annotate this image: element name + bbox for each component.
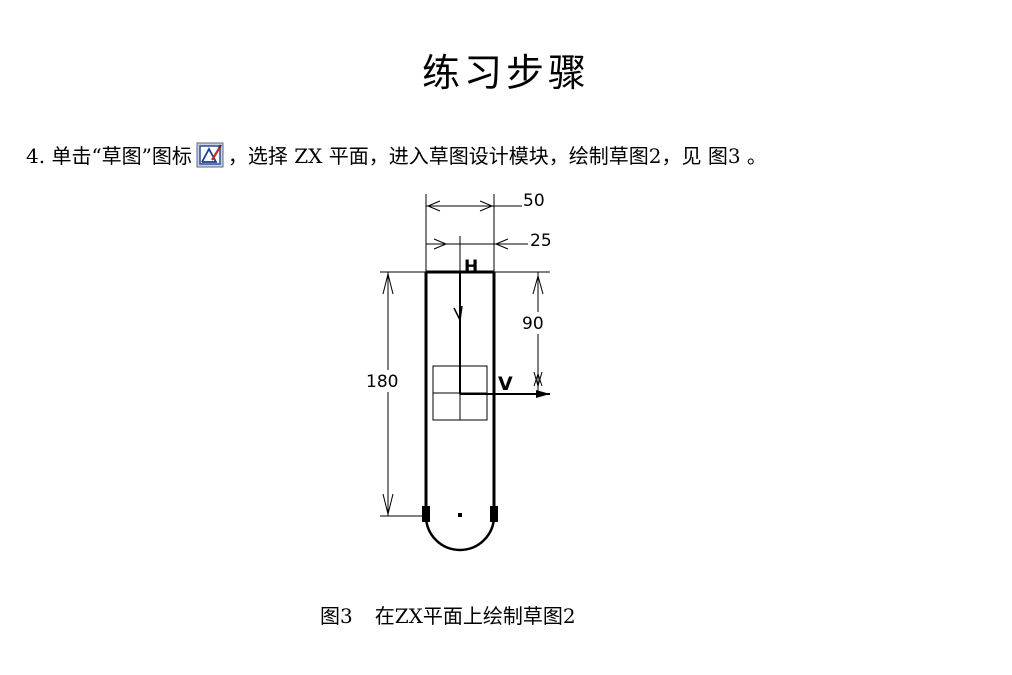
sketch-icon [196,142,224,168]
page-title: 练习步骤 [421,51,590,95]
arrow-50-right [479,200,494,212]
step-text-before: 4. 单击“草图”图标 [26,144,192,168]
arc-center-point [458,513,462,517]
arrow-50-left [426,200,441,212]
sketch-figure: 50 25 H 180 90 [358,186,578,558]
tangent-mark-left [422,506,430,522]
step-instruction: 4. 单击“草图”图标 ，选择 ZX 平面，进入草图设计模块，绘制草图2，见 图… [26,140,767,169]
tangent-mark-right [490,506,498,522]
dim-label-90: 90 [522,314,544,334]
step-text-after: ，选择 ZX 平面，进入草图设计模块，绘制草图2，见 图3 。 [227,144,767,168]
constraint-v-label: V [498,373,513,395]
dim-label-180: 180 [366,372,398,392]
arrow-25-left [433,238,448,250]
dim-label-25: 25 [530,231,552,251]
caption-text: 在ZX平面上绘制草图2 [374,604,576,628]
caption-label: 图3 [320,604,353,628]
dim-label-50: 50 [523,191,545,211]
slot-bottom-arc [424,515,496,552]
constraint-h-label: H [464,257,478,277]
arrow-25-right [494,238,509,250]
figure-caption: 图3 在ZX平面上绘制草图2 [320,600,576,629]
